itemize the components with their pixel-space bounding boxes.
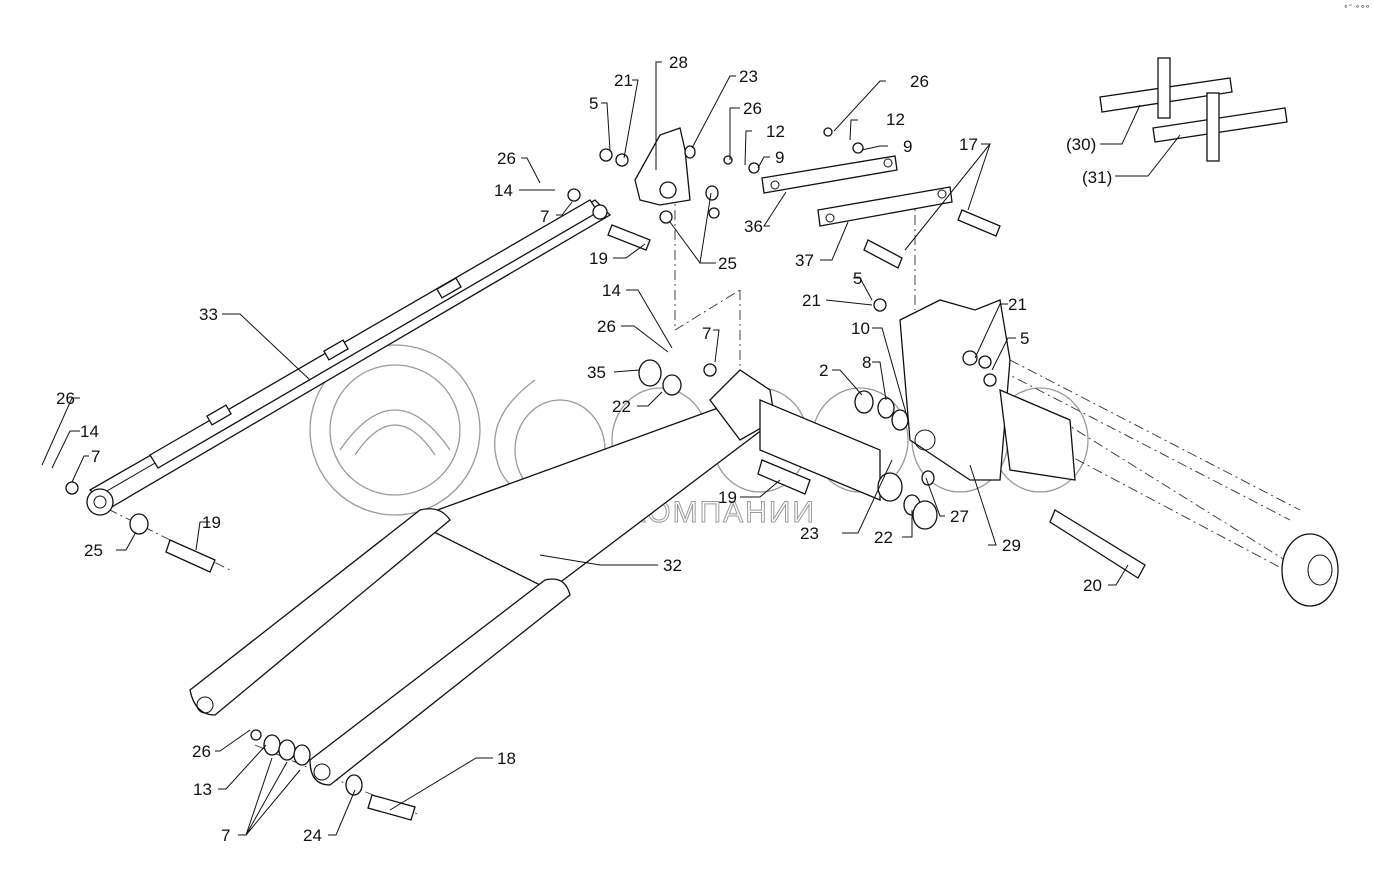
callout-18: 18 bbox=[497, 749, 516, 768]
callout-32: 32 bbox=[663, 556, 682, 575]
corner-mark: ∘⁼ ∘∘∘ bbox=[1343, 2, 1370, 11]
callout-2: 2 bbox=[819, 361, 828, 380]
pin-19-left bbox=[165, 539, 216, 573]
callout-8: 8 bbox=[862, 353, 871, 372]
callout-10: 10 bbox=[851, 319, 870, 338]
callout-26: 26 bbox=[910, 72, 929, 91]
callout-12: 12 bbox=[886, 110, 905, 129]
pins bbox=[165, 209, 1146, 821]
callout-26: 26 bbox=[597, 317, 616, 336]
pin-19-center bbox=[757, 459, 811, 495]
callout-5: 5 bbox=[853, 269, 862, 288]
callout-26: 26 bbox=[743, 99, 762, 118]
callout-7: 7 bbox=[91, 447, 100, 466]
callout-27: 27 bbox=[950, 507, 969, 526]
callout-30: (30) bbox=[1066, 135, 1096, 154]
pin-20 bbox=[1049, 509, 1146, 579]
callout-7: 7 bbox=[702, 324, 711, 343]
center-lines bbox=[89, 150, 1301, 816]
callout-24: 24 bbox=[303, 826, 322, 845]
callout-7: 7 bbox=[221, 826, 230, 845]
pin-17a bbox=[957, 209, 1001, 237]
callout-25: 25 bbox=[718, 254, 737, 273]
callout-22: 22 bbox=[874, 528, 893, 547]
callout-19: 19 bbox=[202, 513, 221, 532]
callout-23: 23 bbox=[800, 524, 819, 543]
callout-14: 14 bbox=[494, 181, 513, 200]
callout-31: (31) bbox=[1082, 168, 1112, 187]
callout-5: 5 bbox=[1020, 329, 1029, 348]
callout-19: 19 bbox=[718, 488, 737, 507]
callout-25: 25 bbox=[84, 541, 103, 560]
callout-9: 9 bbox=[903, 137, 912, 156]
callouts: 21 5 28 23 26 12 9 26 12 9 17 (30) (31) … bbox=[56, 53, 1112, 845]
part-28-plate bbox=[634, 127, 691, 206]
callout-35: 35 bbox=[587, 363, 606, 382]
callout-7: 7 bbox=[540, 207, 549, 226]
leader-lines bbox=[41, 61, 1181, 836]
callout-14: 14 bbox=[602, 281, 621, 300]
callout-37: 37 bbox=[795, 251, 814, 270]
callout-5: 5 bbox=[589, 94, 598, 113]
callout-12: 12 bbox=[766, 122, 785, 141]
callout-21: 21 bbox=[1008, 295, 1027, 314]
callout-23: 23 bbox=[739, 67, 758, 86]
callout-26: 26 bbox=[192, 742, 211, 761]
part-37-plate bbox=[817, 186, 953, 227]
callout-26: 26 bbox=[56, 389, 75, 408]
callout-22: 22 bbox=[612, 397, 631, 416]
part-33-beam bbox=[86, 199, 612, 516]
callout-26: 26 bbox=[497, 149, 516, 168]
callout-29: 29 bbox=[1002, 536, 1021, 555]
parts-30-31-inset bbox=[1099, 57, 1288, 162]
pin-19-top bbox=[607, 224, 651, 251]
callout-28: 28 bbox=[669, 53, 688, 72]
callout-13: 13 bbox=[193, 780, 212, 799]
callout-9: 9 bbox=[775, 148, 784, 167]
callout-33: 33 bbox=[199, 305, 218, 324]
part-29-bracket bbox=[899, 299, 1076, 481]
callout-14: 14 bbox=[80, 422, 99, 441]
callout-19: 19 bbox=[589, 249, 608, 268]
part-36-plate bbox=[761, 155, 898, 194]
hardware bbox=[65, 127, 997, 796]
callout-21: 21 bbox=[802, 291, 821, 310]
pin-17b bbox=[863, 239, 903, 269]
part-32-frame bbox=[189, 369, 881, 786]
callout-17: 17 bbox=[959, 135, 978, 154]
callout-21: 21 bbox=[614, 71, 633, 90]
callout-36: 36 bbox=[744, 217, 763, 236]
hub bbox=[1281, 533, 1339, 607]
callout-20: 20 bbox=[1083, 576, 1102, 595]
